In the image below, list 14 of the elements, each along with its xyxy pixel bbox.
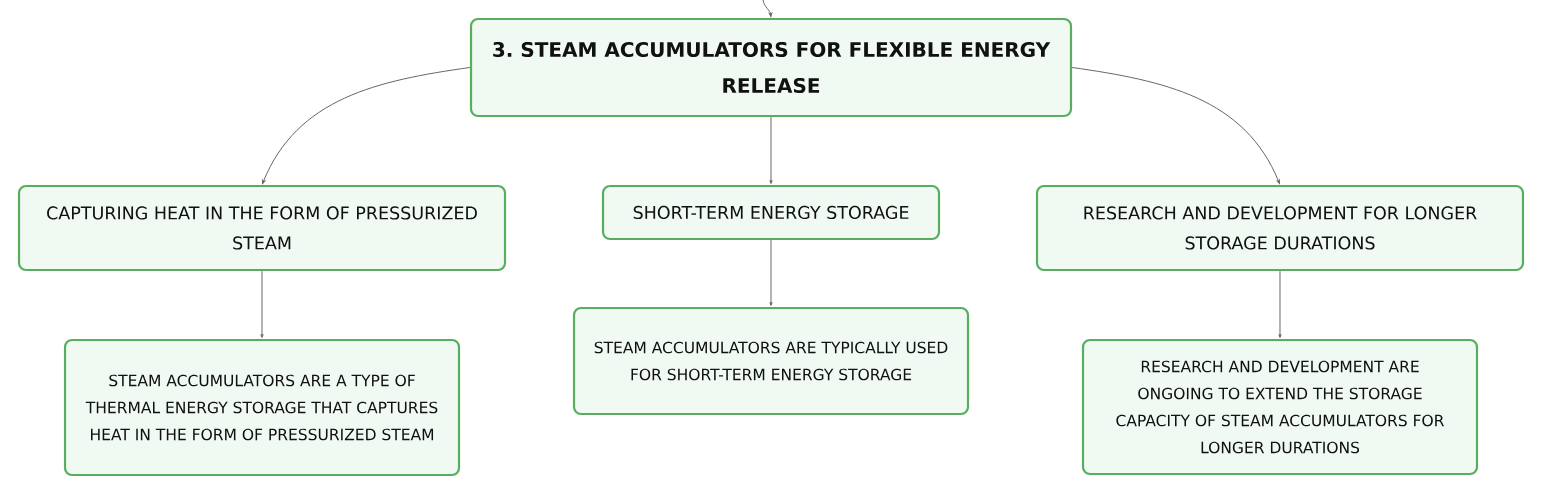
connector-arrow <box>769 116 773 184</box>
topic-box: 3. STEAM ACCUMULATORS FOR FLEXIBLE ENERGY RELEASE <box>469 17 1073 118</box>
connector-arrow <box>260 270 264 338</box>
detail-box: STEAM ACCUMULATORS ARE A TYPE OF THERMAL ENERGY STORAGE THAT CAPTURES HEAT IN THE FORM OF PRESSURIZED STEAM <box>63 338 461 477</box>
connector-arrow <box>1278 270 1282 338</box>
subtopic-box: SHORT-TERM ENERGY STORAGE <box>601 184 941 241</box>
detail-box: RESEARCH AND DEVELOPMENT ARE ONGOING TO EXTEND THE STORAGE CAPACITY OF STEAM ACCUMULATORS FOR LONGER DURATIONS <box>1081 338 1479 476</box>
subtopic-box: CAPTURING HEAT IN THE FORM OF PRESSURIZED STEAM <box>17 184 507 272</box>
connector-arrow <box>1071 67 1280 185</box>
subtopic-box: RESEARCH AND DEVELOPMENT FOR LONGER STORAGE DURATIONS <box>1035 184 1525 272</box>
connector-arrow <box>762 0 773 17</box>
detail-box: STEAM ACCUMULATORS ARE TYPICALLY USED FOR SHORT-TERM ENERGY STORAGE <box>572 306 970 416</box>
connector-arrow <box>769 239 773 306</box>
connector-arrow <box>262 67 471 185</box>
